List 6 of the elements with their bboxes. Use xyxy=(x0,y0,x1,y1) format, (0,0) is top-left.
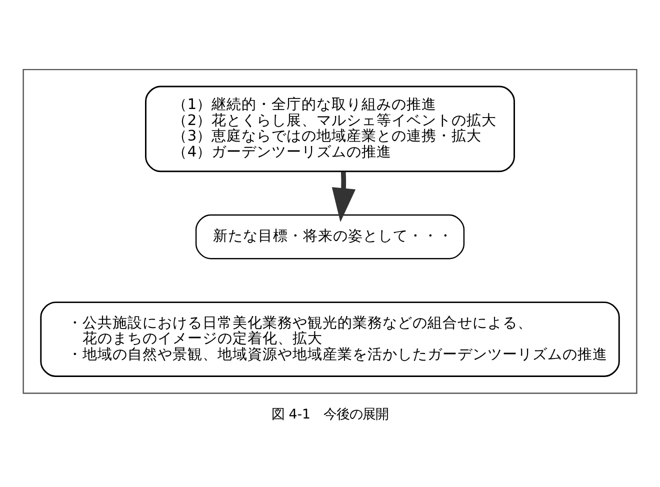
node-box: （1）継続的・全庁的な取り組みの推進 （2）花とくらし展、マルシェ等イベントの拡大 （3）恵庭ならではの地域産業との連携・拡大 （4）ガーデンツーリズムの推進 xyxy=(145,86,515,172)
caption: 図 4-1 今後の展開 xyxy=(271,407,389,422)
cluster xyxy=(22,68,638,394)
arrow xyxy=(332,172,356,222)
node-box: 新たな目標・将来の姿として・・・ xyxy=(195,214,465,260)
node-box: ・公共施設における日常美化業務や観光的業務などの組合せによる、花のまちのイメージの定着化、拡大 ・地域の自然や景観、地域資源や地域産業を活かしたガーデンツーリズムの推進 xyxy=(40,302,620,377)
